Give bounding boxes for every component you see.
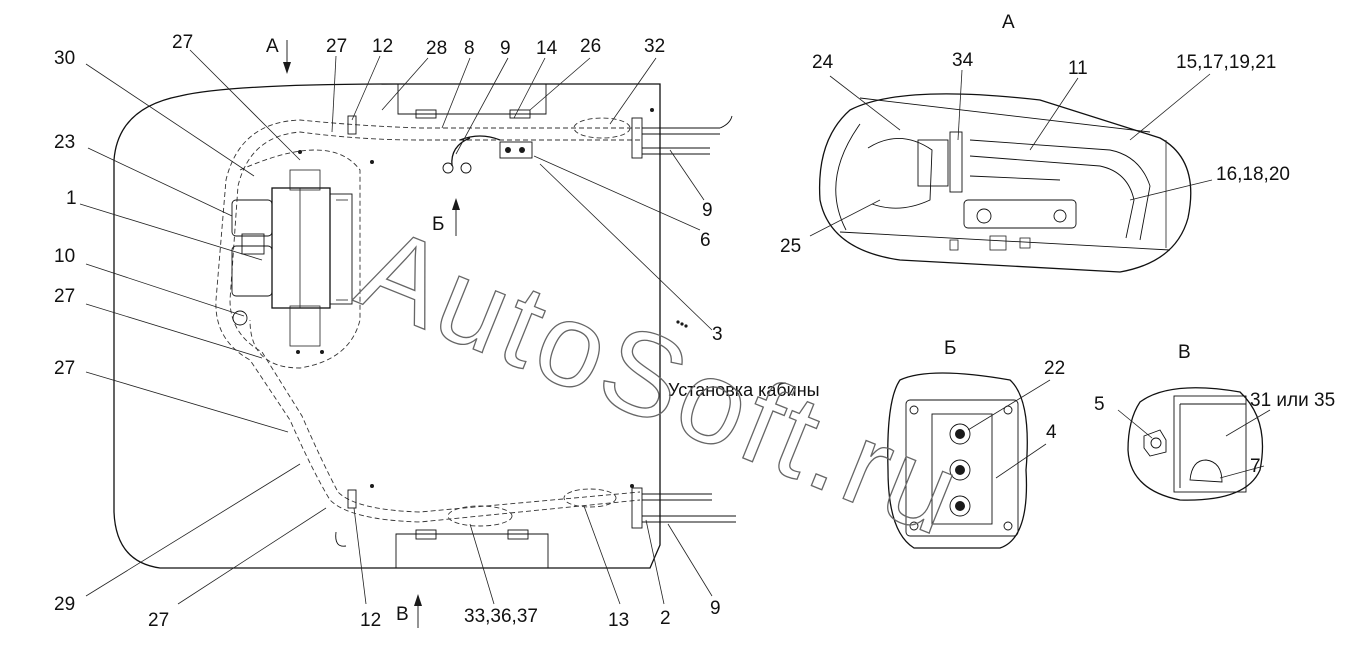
callout-12: 12 (360, 610, 381, 631)
callout-8: 8 (464, 38, 475, 59)
callout-7: 7 (1250, 456, 1261, 477)
bolt-dot (370, 484, 374, 488)
knob-middle (949, 459, 971, 481)
bottom-bracket (395, 533, 549, 568)
callout-29: 29 (54, 594, 75, 615)
view-v-title: В (1178, 342, 1191, 363)
view-v-letter: В (396, 604, 409, 625)
view-v-detail (1127, 387, 1264, 501)
bottom-hinge-left (415, 529, 437, 540)
bolt-dot (650, 108, 654, 112)
callout-6: 6 (700, 230, 711, 251)
pipe-fittings-top (631, 115, 733, 159)
caption-cab-installation: Установка кабины (668, 380, 820, 400)
callout-13: 13 (608, 610, 629, 631)
knob-top (949, 423, 971, 445)
callout-4: 4 (1046, 422, 1057, 443)
view-v-outline (1127, 387, 1264, 501)
watermark: AutoSoft.ru (342, 202, 980, 562)
callout-24: 24 (812, 52, 834, 73)
grommet-top (573, 117, 631, 139)
callout-30: 30 (54, 48, 75, 69)
hose-loop (239, 149, 361, 369)
marker-dot (680, 322, 684, 326)
callout-9: 9 (500, 38, 511, 59)
grommet-bottom-left (447, 505, 513, 527)
clamp-12-top (347, 115, 357, 135)
callout-23: 23 (54, 132, 75, 153)
callout-25: 25 (780, 236, 801, 257)
callout-3: 3 (712, 324, 723, 345)
view-b-detail (887, 372, 1028, 549)
bracket-plate (1173, 395, 1247, 493)
grommet-bottom-right (563, 488, 617, 508)
callout-1: 1 (66, 188, 77, 209)
callout-27: 27 (54, 358, 75, 379)
callout-31-or-35: 31 или 35 (1250, 390, 1335, 411)
hose-route-inner (229, 131, 641, 513)
view-b-letter: Б (432, 214, 444, 235)
pipe-fittings-bottom (631, 487, 736, 529)
view-a-letter: А (266, 36, 279, 57)
cab-outline (113, 83, 661, 569)
callout-9: 9 (710, 598, 721, 619)
callout-33-36-37: 33,36,37 (464, 606, 538, 627)
view-arrow-a: А (266, 36, 291, 74)
callout-11: 11 (1068, 58, 1088, 79)
leader-lines-a (809, 69, 1213, 237)
callout-16-18-20: 16,18,20 (1216, 164, 1290, 185)
callout-5: 5 (1094, 394, 1105, 415)
nut (1143, 429, 1167, 457)
bottom-hinge-right (507, 529, 529, 540)
bolt-dot (370, 160, 374, 164)
bolt-dot (630, 484, 634, 488)
top-hinge-left (415, 109, 437, 119)
view-b-outline (887, 372, 1028, 549)
callout-15-17-19-21: 15,17,19,21 (1176, 52, 1276, 73)
marker-dot (684, 324, 688, 328)
leader-lines-main (79, 49, 713, 605)
callout-9: 9 (702, 200, 713, 221)
top-hinge-right (509, 109, 531, 119)
switch-block (442, 135, 533, 174)
hose-end-bottom (335, 531, 347, 547)
hose-route-outer (215, 119, 641, 523)
view-arrow-b: Б (432, 198, 460, 236)
marker-dot (676, 320, 680, 324)
callout-28: 28 (426, 38, 447, 59)
callout-labels: 30 27 23 1 10 27 27 29 27 27 12 28 8 9 1… (54, 12, 1335, 631)
callout-10: 10 (54, 246, 75, 267)
callout-27: 27 (54, 286, 75, 307)
view-a-outline (818, 93, 1192, 273)
callout-2: 2 (660, 608, 671, 629)
top-bracket (397, 84, 547, 115)
panel-plate (905, 399, 1019, 537)
callout-32: 32 (644, 36, 665, 57)
callout-27: 27 (172, 32, 193, 53)
callout-22: 22 (1044, 358, 1065, 379)
callout-27: 27 (148, 610, 169, 631)
callout-34: 34 (952, 50, 974, 71)
clamp-12-bottom (347, 489, 357, 509)
view-b-title: Б (944, 338, 956, 359)
leader-lines-b (967, 379, 1051, 479)
cab-floor-plan (113, 83, 736, 569)
view-arrow-v: В (396, 594, 422, 628)
knob-bottom (949, 495, 971, 517)
panel-insert (931, 413, 993, 525)
view-a-detail (818, 93, 1192, 273)
heater-unit (231, 150, 353, 354)
leader-lines-v (1117, 409, 1271, 479)
callout-14: 14 (536, 38, 558, 59)
fuse-part (1189, 459, 1223, 483)
callout-26: 26 (580, 36, 601, 57)
callout-27: 27 (326, 36, 347, 57)
view-a-title: А (1002, 12, 1015, 33)
callout-12: 12 (372, 36, 393, 57)
